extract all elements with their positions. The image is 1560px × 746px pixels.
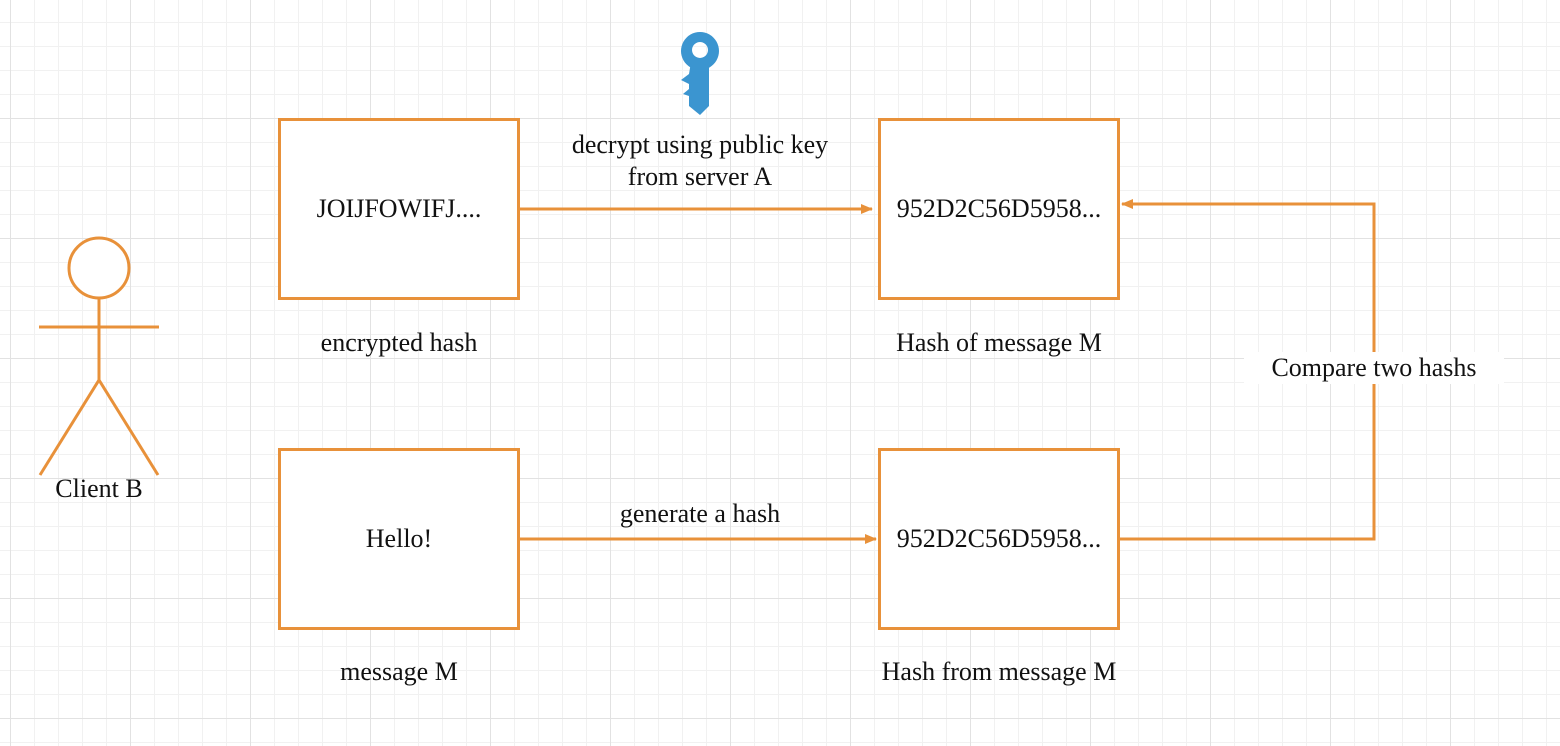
actor-label: Client B: [55, 474, 143, 503]
encrypted-hash-caption: encrypted hash: [320, 328, 478, 357]
generate-label: generate a hash: [619, 499, 781, 528]
actor-left-leg: [38, 379, 101, 476]
generated-hash-box: 952D2C56D5958...: [878, 448, 1120, 630]
decrypted-hash-value: 952D2C56D5958...: [896, 194, 1102, 223]
actor-right-leg: [97, 379, 160, 476]
generated-hash-value: 952D2C56D5958...: [896, 524, 1102, 553]
message-box: Hello!: [278, 448, 520, 630]
decrypted-hash-caption: Hash of message M: [896, 328, 1102, 357]
encrypted-hash-value: JOIJFOWIFJ....: [316, 194, 482, 223]
generated-hash-caption: Hash from message M: [881, 657, 1117, 686]
message-value: Hello!: [365, 524, 433, 553]
actor-head: [67, 236, 131, 300]
decrypt-label-line2: from server A: [627, 162, 773, 191]
encrypted-hash-box: JOIJFOWIFJ....: [278, 118, 520, 300]
decrypted-hash-box: 952D2C56D5958...: [878, 118, 1120, 300]
actor-figure: [38, 236, 160, 476]
message-caption: message M: [340, 657, 458, 686]
key-icon: [680, 32, 719, 115]
compare-label: Compare two hashs: [1244, 352, 1504, 384]
decrypt-label-line1: decrypt using public key: [571, 130, 829, 159]
